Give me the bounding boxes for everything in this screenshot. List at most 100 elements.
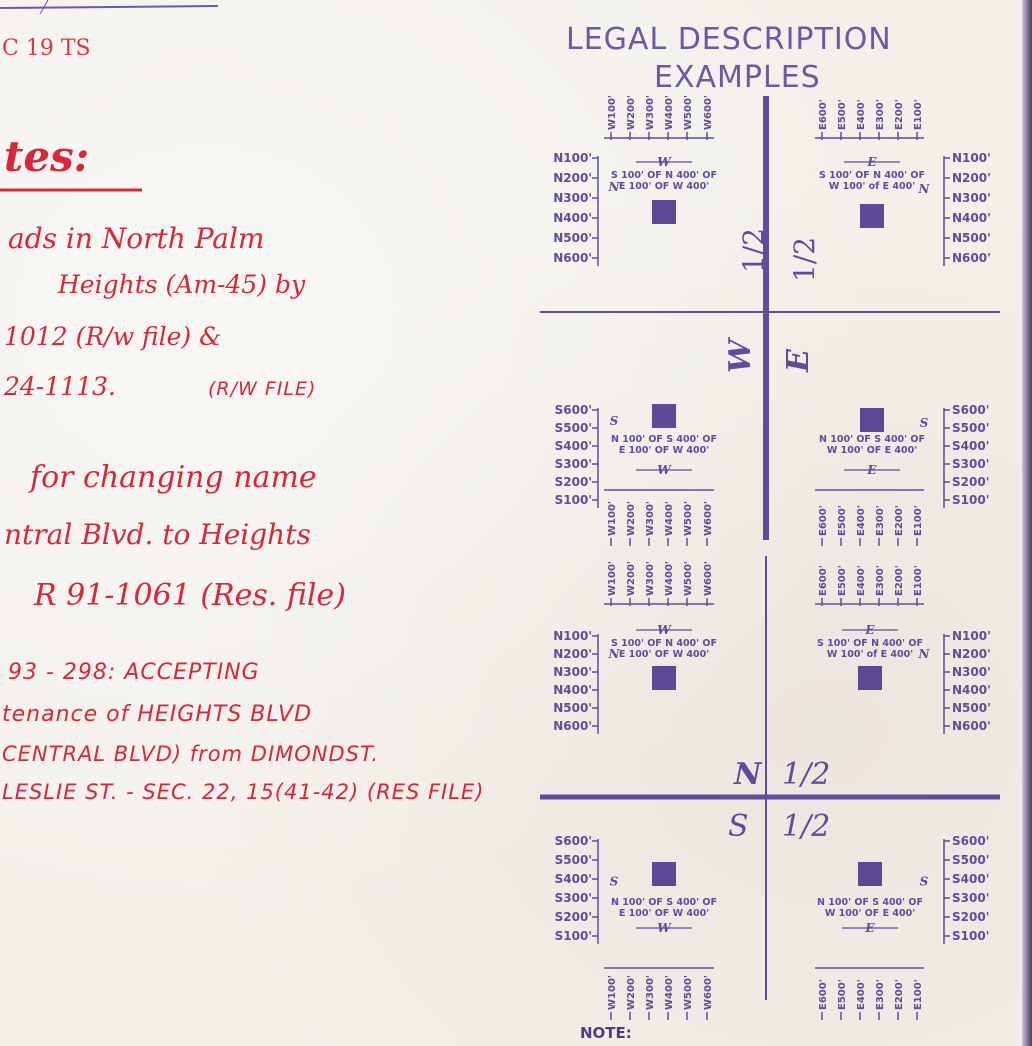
upper-se-parcel <box>860 408 884 432</box>
upper-sw-desc-2: E 100' OF W 400' <box>619 445 709 456</box>
nw-north-label: N200' <box>553 171 592 185</box>
bottom-west-label: W100' <box>607 975 618 1010</box>
se-upper-south-label: S300' <box>952 457 989 471</box>
lower-nw-desc-2: E 100' OF W 400' <box>619 649 709 660</box>
upper-ne-side-letter: N <box>918 182 931 196</box>
lower-sw-desc-2: E 100' OF W 400' <box>619 908 709 919</box>
lower-ne-parcel <box>858 666 882 690</box>
ne-lower-north-label: N600' <box>952 719 991 733</box>
lower-se-side-letter: S <box>920 875 929 889</box>
nw-lower-north-label: N600' <box>553 719 592 733</box>
note-line-5: for changing name <box>30 460 317 495</box>
mid-west-b-label: W400' <box>664 561 675 596</box>
upper-ne-arrow-letter: E <box>866 155 877 169</box>
bottom-west-label: W300' <box>645 975 656 1010</box>
sw-lower-south-label: S400' <box>555 872 592 886</box>
mid-west-a-label: W500' <box>683 501 694 536</box>
se-upper-south-label: S500' <box>952 421 989 435</box>
mid-east-b-label: E500' <box>837 565 848 596</box>
ne-north-label: N600' <box>952 251 991 265</box>
se-upper-south-label: S400' <box>952 439 989 453</box>
ne-lower-north-label: N300' <box>952 665 991 679</box>
lower-nw-parcel <box>652 666 676 690</box>
mid-east-a-label: E200' <box>894 505 905 536</box>
upper-se-desc-1: N 100' OF S 400' OF <box>819 434 925 445</box>
mid-east-a-label: E600' <box>818 505 829 536</box>
se-upper-south-label: S100' <box>952 493 989 507</box>
bottom-west-label: W200' <box>626 975 637 1010</box>
sw-lower-south-label: S500' <box>555 853 592 867</box>
half-label-n: N <box>733 757 763 792</box>
nw-lower-north-label: N400' <box>553 683 592 697</box>
upper-se-desc-2: W 100' OF E 400' <box>827 445 917 456</box>
upper-nw-arrow-letter: W <box>657 155 672 169</box>
ne-lower-north-label: N200' <box>952 647 991 661</box>
nw-north-label: N400' <box>553 211 592 225</box>
nw-lower-north-label: N500' <box>553 701 592 715</box>
mid-east-a-label: E400' <box>856 505 867 536</box>
upper-nw-parcel <box>652 200 676 224</box>
se-lower-south-label: S100' <box>952 929 989 943</box>
note-line-10: CENTRAL BLVD) from DIMONDST. <box>2 742 380 766</box>
sw-upper-south-label: S600' <box>555 403 592 417</box>
ne-lower-north-label: N400' <box>952 683 991 697</box>
mid-east-a-label: E100' <box>913 505 924 536</box>
half-label-n-fraction: 1/2 <box>782 757 830 792</box>
mid-west-b-label: W100' <box>607 561 618 596</box>
sw-upper-south-label: S200' <box>555 475 592 489</box>
bottom-west-label: W400' <box>664 975 675 1010</box>
note-line-2: Heights (Am-45) by <box>58 270 306 299</box>
half-label-w-fraction: 1/2 <box>737 228 770 273</box>
mid-east-b-label: E400' <box>856 565 867 596</box>
half-label-w: W <box>723 336 758 373</box>
section-reference: C 19 TS <box>2 36 91 61</box>
ne-north-label: N300' <box>952 191 991 205</box>
upper-ne-parcel <box>860 204 884 228</box>
ne-north-label: N200' <box>952 171 991 185</box>
nw-north-label: N500' <box>553 231 592 245</box>
lower-nw-side-letter: N <box>608 647 621 661</box>
mid-west-b-label: W300' <box>645 561 656 596</box>
lower-se-arrow-letter: E <box>864 921 875 935</box>
mid-west-a-label: W400' <box>664 501 675 536</box>
lower-sw-side-letter: S <box>610 875 619 889</box>
bottom-east-label: E600' <box>818 979 829 1010</box>
bottom-east-label: E300' <box>875 979 886 1010</box>
half-label-s: S <box>728 809 749 844</box>
upper-ne-desc-1: S 100' OF N 400' OF <box>819 170 925 181</box>
bottom-east-label: E500' <box>837 979 848 1010</box>
header-line-fragment <box>0 0 219 15</box>
se-lower-south-label: S500' <box>952 853 989 867</box>
lower-ne-desc-2: W 100' of E 400' <box>827 649 913 660</box>
mid-west-a-label: W100' <box>607 501 618 536</box>
nw-north-label: N300' <box>553 191 592 205</box>
nw-north-label: N100' <box>553 151 592 165</box>
sw-upper-south-label: S400' <box>555 439 592 453</box>
mid-east-b-label: E100' <box>913 565 924 596</box>
se-upper-south-label: S200' <box>952 475 989 489</box>
half-label-s-fraction: 1/2 <box>782 809 830 844</box>
mid-east-b-label: E300' <box>875 565 886 596</box>
legend-title-line-1: LEGAL DESCRIPTION <box>566 22 892 57</box>
top-west-label: W400' <box>664 95 675 130</box>
mid-west-a-label: W300' <box>645 501 656 536</box>
nw-north-label: N600' <box>553 251 592 265</box>
upper-sw-side-letter: S <box>610 414 619 428</box>
note-line-9: tenance of HEIGHTS BLVD <box>2 702 313 727</box>
lower-sw-desc-1: N 100' OF S 400' OF <box>611 897 717 908</box>
mid-east-b-label: E600' <box>818 565 829 596</box>
se-lower-south-label: S600' <box>952 834 989 848</box>
sw-lower-south-label: S200' <box>555 910 592 924</box>
ne-north-label: N100' <box>952 151 991 165</box>
mid-west-a-label: W600' <box>703 501 714 536</box>
top-east-label: E400' <box>856 99 867 130</box>
note-label: NOTE: <box>580 1024 632 1042</box>
note-line-8: 93 - 298: ACCEPTING <box>8 660 260 685</box>
top-east-label: E600' <box>818 99 829 130</box>
lower-se-desc-2: W 100' OF E 400' <box>825 908 915 919</box>
upper-sw-parcel <box>652 404 676 428</box>
half-label-e-fraction: 1/2 <box>788 237 821 282</box>
sw-lower-south-label: S100' <box>555 929 592 943</box>
